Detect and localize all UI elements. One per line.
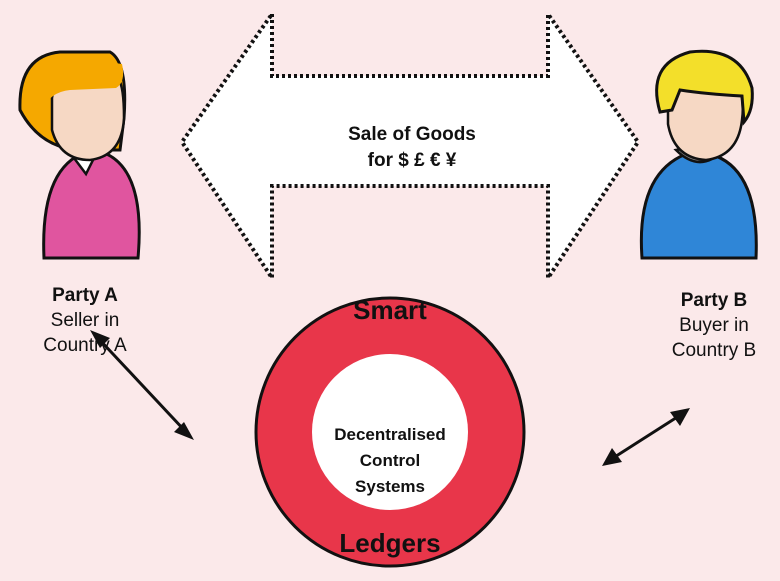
person-buyer-icon (639, 49, 758, 260)
sale-label-line1: Sale of Goods (348, 124, 476, 145)
party-a-label: Party A Seller in Country A (10, 283, 160, 358)
person-seller-icon (18, 50, 141, 260)
party-a-country: Country A (43, 335, 127, 356)
decentralised-core (312, 354, 468, 510)
sale-label-line2: for $ £ € ¥ (367, 150, 457, 171)
party-a-role: Seller in (50, 310, 120, 331)
bidirectional-arrow-icon (90, 330, 194, 440)
sale-of-goods-label: Sale of Goods for $ £ € ¥ (272, 122, 552, 174)
core-label: Decentralised Control Systems (310, 422, 470, 500)
bidirectional-arrow-icon (602, 408, 690, 466)
core-line2: Control (359, 451, 421, 470)
party-b-label: Party B Buyer in Country B (648, 288, 780, 363)
ring-top-label: Smart (353, 295, 427, 325)
core-line3: Systems (355, 477, 425, 496)
core-line1: Decentralised (334, 425, 446, 444)
ring-bottom-label: Ledgers (339, 528, 441, 558)
party-b-country: Country B (671, 340, 757, 361)
double-headed-arrow-icon (179, 7, 641, 285)
party-b-role: Buyer in (679, 315, 749, 336)
party-a-title: Party A (52, 285, 118, 306)
party-b-title: Party B (680, 290, 748, 311)
